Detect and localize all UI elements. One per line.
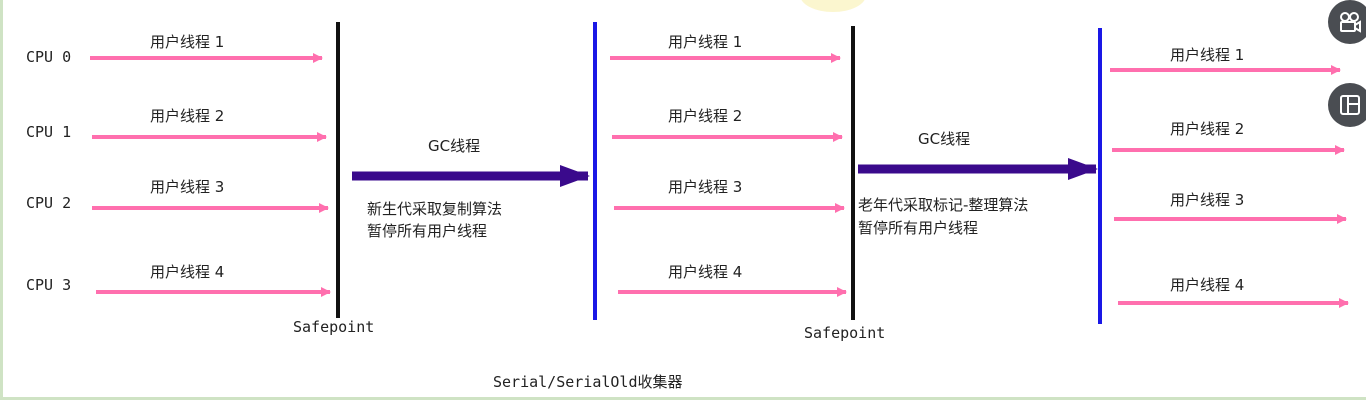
layout-icon — [1340, 95, 1360, 115]
cpu-label-0: CPU 0 — [26, 48, 71, 66]
gc-desc-2b: 暂停所有用户线程 — [858, 219, 978, 237]
camera-button[interactable] — [1328, 0, 1366, 44]
camera-icon — [1340, 12, 1361, 33]
thread-label-s2-1: 用户线程 1 — [668, 33, 742, 51]
thread-label-s1-4: 用户线程 4 — [150, 263, 224, 281]
thread-label-s2-3: 用户线程 3 — [668, 178, 742, 196]
gc-title-1: GC线程 — [428, 137, 480, 155]
segment-2-threads: 用户线程 1 用户线程 2 用户线程 3 用户线程 4 — [610, 33, 847, 297]
cpu-label-3: CPU 3 — [26, 276, 71, 294]
thread-label-s3-4: 用户线程 4 — [1170, 276, 1244, 294]
gc-desc-2a: 老年代采取标记-整理算法 — [858, 196, 1028, 214]
cpu-label-2: CPU 2 — [26, 194, 71, 212]
thread-label-s1-1: 用户线程 1 — [150, 33, 224, 51]
gc-block-2: GC线程 老年代采取标记-整理算法 暂停所有用户线程 — [858, 130, 1098, 237]
thread-label-s1-2: 用户线程 2 — [150, 107, 224, 125]
thread-label-s2-4: 用户线程 4 — [668, 263, 742, 281]
thread-label-s3-1: 用户线程 1 — [1170, 46, 1244, 64]
safepoint-label-2: Safepoint — [804, 324, 885, 342]
cursor-highlight — [800, 0, 866, 12]
safepoint-label-1: Safepoint — [293, 318, 374, 336]
segment-3-threads: 用户线程 1 用户线程 2 用户线程 3 用户线程 4 — [1110, 46, 1349, 308]
cpu-label-1: CPU 1 — [26, 123, 71, 141]
thread-label-s3-3: 用户线程 3 — [1170, 191, 1244, 209]
segment-1-threads: 用户线程 1 用户线程 2 用户线程 3 用户线程 4 — [90, 33, 331, 297]
gc-desc-1a: 新生代采取复制算法 — [367, 200, 502, 218]
diagram-caption: Serial/SerialOld收集器 — [493, 373, 683, 391]
thread-label-s1-3: 用户线程 3 — [150, 178, 224, 196]
gc-desc-1b: 暂停所有用户线程 — [367, 222, 487, 240]
layout-button[interactable] — [1328, 83, 1366, 127]
thread-label-s2-2: 用户线程 2 — [668, 107, 742, 125]
gc-block-1: GC线程 新生代采取复制算法 暂停所有用户线程 — [352, 137, 590, 240]
thread-label-s3-2: 用户线程 2 — [1170, 120, 1244, 138]
gc-title-2: GC线程 — [918, 130, 970, 148]
